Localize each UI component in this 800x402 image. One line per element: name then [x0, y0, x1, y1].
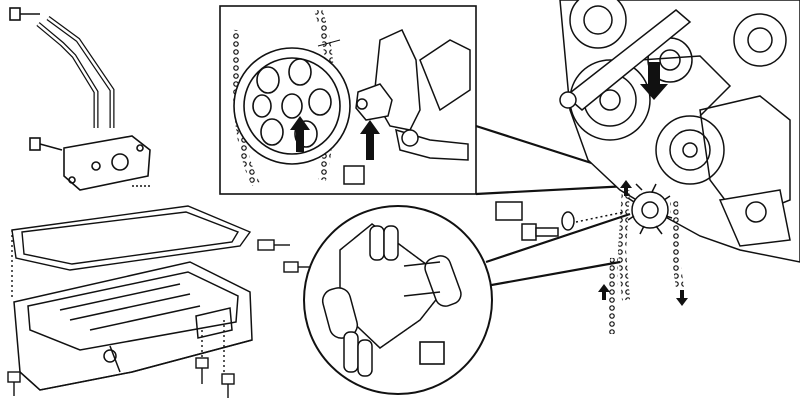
up-arrow-icon	[598, 284, 610, 300]
pan-bolts	[7, 239, 312, 398]
timing-chain-detail-inset	[219, 5, 477, 195]
up-arrow-icon	[360, 120, 380, 160]
pulley	[569, 0, 627, 49]
chain-link-plate	[403, 255, 462, 307]
bolt-icon	[521, 223, 559, 241]
bolt-icon	[257, 239, 290, 251]
up-arrow-icon	[290, 116, 310, 152]
bolt-icon	[9, 7, 40, 21]
torque-box	[495, 201, 523, 221]
chain-link-pin	[343, 331, 373, 377]
oil-pan-gasket	[11, 205, 252, 300]
down-arrow-icon	[640, 62, 668, 100]
up-arrow-icon	[620, 180, 632, 196]
oil-line-assembly	[9, 7, 151, 191]
oil-filter-flange	[63, 135, 151, 191]
bolt-icon	[195, 357, 209, 384]
info-box	[343, 165, 365, 185]
down-arrow-icon	[676, 290, 688, 306]
chain-tensioner	[355, 29, 471, 161]
crankshaft-bolt	[521, 211, 625, 241]
bolt-icon	[7, 371, 21, 396]
chain-link-detail-circle	[303, 205, 493, 395]
crankshaft-sprocket	[627, 183, 673, 235]
bolt-icon	[29, 137, 63, 151]
wrench-tool	[559, 9, 692, 111]
pulley	[655, 115, 725, 185]
oil-pan	[13, 261, 253, 391]
bolt-icon	[221, 373, 235, 398]
camshaft-sprocket	[233, 47, 351, 165]
chain-link-pin	[369, 225, 399, 261]
engine-front	[559, 0, 800, 263]
pulley	[733, 13, 787, 67]
timing-chain	[608, 189, 684, 335]
special-tool-box	[419, 341, 445, 365]
washer	[561, 211, 575, 231]
